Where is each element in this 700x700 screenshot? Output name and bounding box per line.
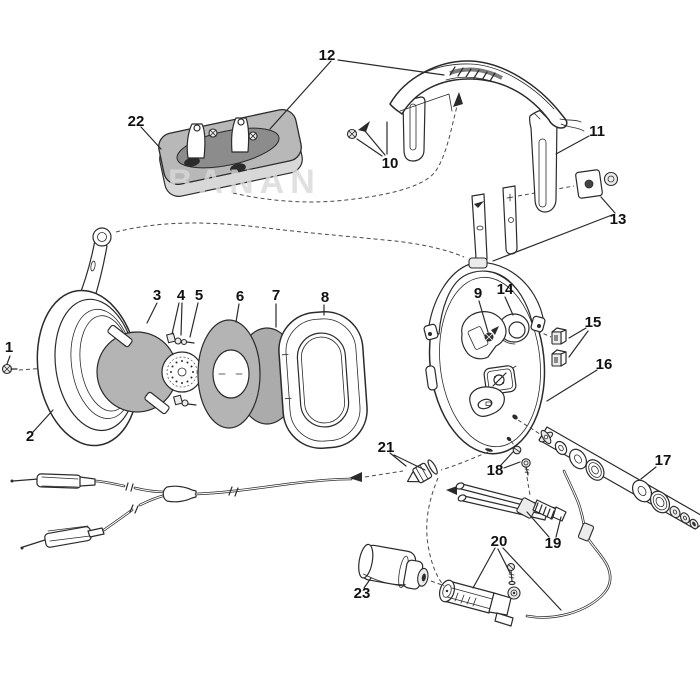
battery-mic-dash bbox=[430, 580, 443, 586]
strap-nut-plate bbox=[575, 169, 619, 199]
assembly-dashed-guides bbox=[115, 92, 465, 258]
plug-mic-dash bbox=[426, 477, 445, 587]
part-22-mounting-plate bbox=[158, 108, 303, 197]
part-23-battery bbox=[358, 543, 429, 590]
part-4-5-hub-screws bbox=[166, 332, 197, 407]
plate-screws bbox=[208, 128, 258, 141]
callout-23: 23 bbox=[354, 585, 371, 602]
wing-bolt bbox=[538, 429, 554, 445]
callout-labels: 1 2 3 4 5 6 7 8 9 10 11 12 13 14 15 16 1… bbox=[5, 47, 672, 602]
callout-13: 13 bbox=[610, 211, 627, 228]
callout-6: 6 bbox=[236, 288, 244, 305]
part-9-mount-screw bbox=[461, 311, 507, 360]
plate-strap-left bbox=[186, 123, 206, 159]
leader-lines bbox=[6, 59, 657, 611]
callout-19: 19 bbox=[545, 535, 562, 552]
right-yoke bbox=[423, 257, 546, 341]
clip bbox=[551, 327, 567, 345]
callout-1: 1 bbox=[5, 339, 13, 356]
part-10-headband-screw bbox=[346, 121, 370, 140]
part-20-microphone bbox=[438, 562, 521, 627]
part-18-screws bbox=[510, 440, 531, 496]
callout-7: 7 bbox=[272, 287, 280, 304]
callout-21: 21 bbox=[378, 439, 395, 456]
callout-20: 20 bbox=[491, 533, 508, 550]
callout-15: 15 bbox=[585, 314, 602, 331]
watermark-text: BANAN bbox=[168, 163, 321, 201]
callout-18: 18 bbox=[487, 462, 504, 479]
part-3-baffle-plate bbox=[96, 324, 178, 415]
callout-14: 14 bbox=[497, 281, 514, 298]
part-6-cushion-ring bbox=[197, 319, 261, 429]
callout-2: 2 bbox=[26, 428, 34, 445]
callout-3: 3 bbox=[153, 287, 161, 304]
cord-assembly bbox=[10, 473, 353, 550]
clip bbox=[551, 349, 567, 367]
callout-4: 4 bbox=[177, 287, 186, 304]
callout-8: 8 bbox=[321, 289, 329, 306]
plate-strap-right bbox=[231, 117, 250, 153]
part-11-headband bbox=[389, 60, 585, 213]
part-15-clips bbox=[536, 327, 567, 367]
callout-9: 9 bbox=[474, 285, 482, 302]
callout-5: 5 bbox=[195, 287, 203, 304]
callout-22: 22 bbox=[128, 113, 145, 130]
part-8-ear-seal bbox=[278, 311, 368, 449]
part-19-boom-assembly bbox=[446, 469, 612, 619]
callout-12: 12 bbox=[319, 47, 336, 64]
callout-10: 10 bbox=[382, 155, 399, 172]
battery-door bbox=[469, 386, 505, 417]
cup-plug-dash bbox=[440, 451, 489, 471]
callout-11: 11 bbox=[589, 123, 605, 140]
speaker-hub bbox=[161, 351, 203, 393]
callout-17: 17 bbox=[655, 452, 672, 469]
callout-16: 16 bbox=[596, 356, 613, 373]
part-21-plug bbox=[349, 459, 438, 484]
